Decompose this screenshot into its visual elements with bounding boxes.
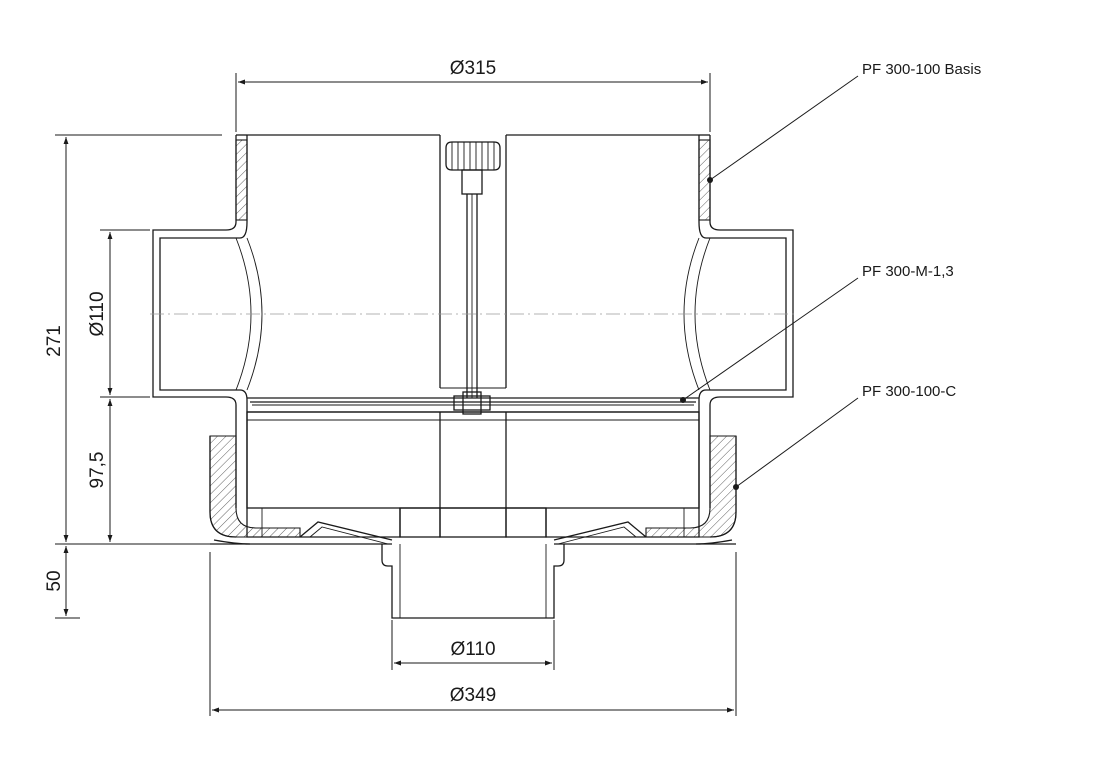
label-clamp: PF 300-100-C bbox=[862, 383, 956, 400]
dimension-outlet-diameter: Ø110 bbox=[391, 620, 555, 670]
clamp-ring bbox=[209, 435, 737, 545]
dim-label-base-diameter: Ø349 bbox=[450, 685, 496, 706]
label-middle: PF 300-M-1,3 bbox=[862, 263, 954, 280]
leader-basis: PF 300-100 Basis bbox=[707, 61, 981, 183]
leader-clamp: PF 300-100-C bbox=[733, 383, 956, 490]
dim-label-top-diameter: Ø315 bbox=[450, 58, 496, 79]
basis-housing bbox=[152, 134, 794, 508]
dim-label-outlet-diameter: Ø110 bbox=[450, 639, 495, 660]
dim-label-total-height: 271 bbox=[44, 325, 65, 357]
knob-and-spindle bbox=[445, 141, 501, 415]
dimension-base-diameter: Ø349 bbox=[209, 552, 737, 716]
leader-middle: PF 300-M-1,3 bbox=[680, 263, 954, 403]
dimension-lower-height: 97,5 bbox=[87, 399, 113, 542]
dim-label-side-diameter: Ø110 bbox=[87, 291, 108, 336]
dim-label-outlet-length: 50 bbox=[44, 570, 65, 591]
outlet-pipe bbox=[381, 544, 565, 619]
inner-sleeve bbox=[247, 134, 699, 389]
dimension-side-diameter: Ø110 bbox=[87, 229, 150, 398]
dim-label-lower-height: 97,5 bbox=[87, 452, 108, 489]
dimension-top-diameter: Ø315 bbox=[235, 58, 711, 132]
dimension-outlet-length: 50 bbox=[44, 546, 80, 619]
lower-insert bbox=[246, 411, 700, 545]
dimension-total-height: 271 bbox=[44, 134, 222, 542]
label-basis: PF 300-100 Basis bbox=[862, 61, 981, 78]
